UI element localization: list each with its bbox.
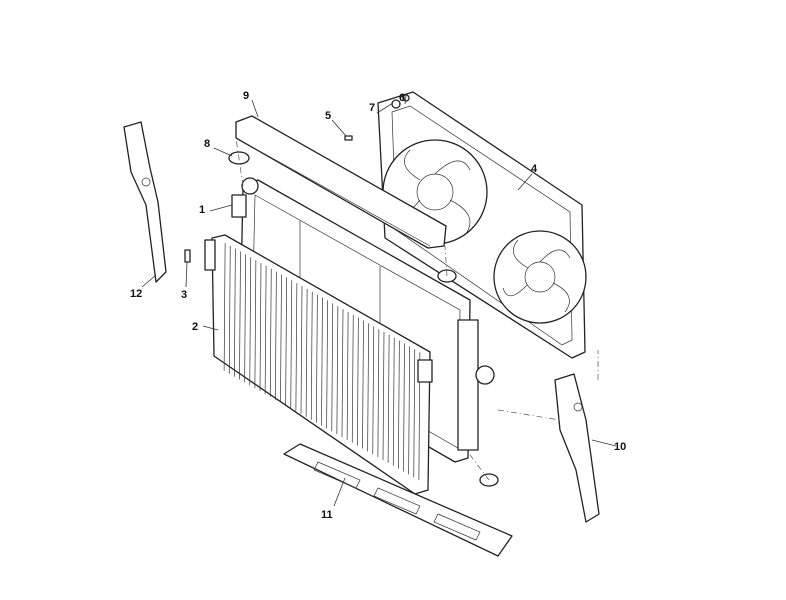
condenser-fin bbox=[249, 257, 252, 386]
condenser-fin bbox=[387, 334, 390, 463]
part-left-guide bbox=[123, 121, 167, 283]
condenser-fin bbox=[244, 254, 246, 383]
condenser-fin bbox=[259, 262, 262, 392]
condenser-fin bbox=[254, 260, 257, 389]
condenser-fin bbox=[392, 337, 395, 466]
callout-10: 10 bbox=[614, 441, 626, 453]
part-right-guide bbox=[554, 373, 600, 523]
part-condenser bbox=[204, 234, 433, 495]
condenser-fin bbox=[275, 271, 277, 400]
condenser-fin bbox=[331, 303, 334, 432]
condenser-fin bbox=[223, 242, 226, 371]
condenser-fin bbox=[316, 294, 318, 423]
condenser-fin bbox=[326, 300, 328, 429]
condenser-fin bbox=[403, 343, 405, 472]
condenser-fin bbox=[239, 251, 241, 380]
callout-11: 11 bbox=[321, 509, 333, 521]
condenser-fin bbox=[321, 297, 323, 426]
condenser-fin bbox=[310, 291, 313, 420]
condenser-fin bbox=[351, 314, 354, 443]
condenser-fin bbox=[382, 331, 385, 461]
callout-7: 7 bbox=[369, 102, 375, 114]
condenser-fin bbox=[264, 265, 267, 394]
part-bolt bbox=[184, 249, 191, 263]
condenser-fin bbox=[408, 346, 410, 475]
condenser-fin bbox=[269, 268, 272, 397]
condenser-fin bbox=[372, 326, 375, 455]
part-bottom-seal bbox=[283, 443, 513, 557]
condenser-fin bbox=[377, 329, 380, 458]
condenser-fin bbox=[234, 248, 236, 377]
leader-lines bbox=[141, 95, 617, 507]
condenser-fin bbox=[362, 320, 364, 449]
condenser-fin bbox=[413, 349, 416, 478]
callout-1: 1 bbox=[199, 204, 205, 216]
callout-6: 6 bbox=[399, 92, 405, 104]
condenser-fin bbox=[300, 285, 303, 415]
condenser-fin bbox=[280, 274, 282, 403]
condenser-fin bbox=[228, 245, 231, 374]
callout-5: 5 bbox=[325, 110, 331, 122]
condenser-fin bbox=[295, 283, 298, 412]
callout-2: 2 bbox=[192, 321, 198, 333]
condenser-fin bbox=[285, 277, 287, 406]
condenser-fin bbox=[398, 340, 400, 469]
callout-8: 8 bbox=[204, 138, 210, 150]
condenser-fin bbox=[357, 317, 359, 446]
condenser-fin bbox=[346, 311, 349, 440]
part-screw bbox=[344, 135, 353, 141]
condenser-fin bbox=[305, 288, 308, 417]
callout-12: 12 bbox=[130, 288, 142, 300]
condenser-fin bbox=[290, 280, 293, 409]
callout-3: 3 bbox=[181, 289, 187, 301]
callout-4: 4 bbox=[531, 163, 538, 175]
condenser-fin bbox=[367, 323, 369, 452]
condenser-fin bbox=[341, 308, 344, 438]
condenser-fin bbox=[336, 306, 339, 435]
callout-9: 9 bbox=[243, 90, 249, 102]
